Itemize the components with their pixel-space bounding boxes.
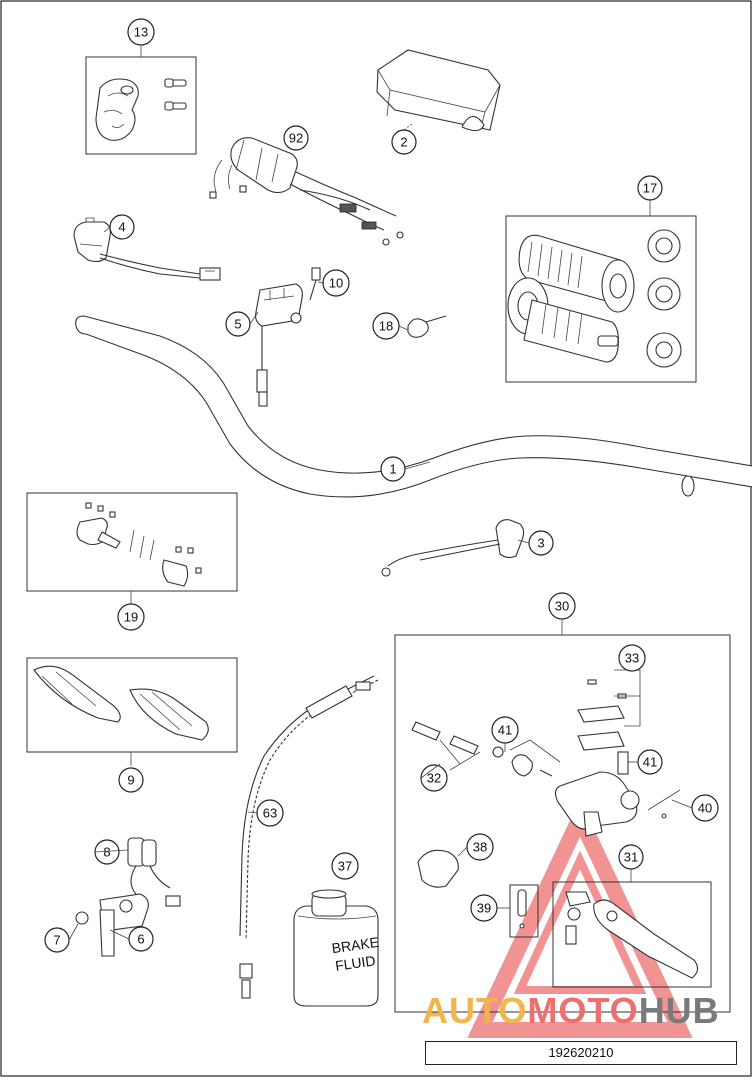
svg-text:8: 8 [103, 845, 110, 860]
part-36-brake-fluid-container[interactable] [293, 889, 379, 1007]
svg-text:7: 7 [53, 933, 60, 948]
part-1-handlebar[interactable] [75, 315, 752, 498]
callout-30: 30 [548, 592, 576, 620]
part-63-cable[interactable] [239, 675, 379, 999]
callout-13: 13 [127, 18, 155, 46]
watermark-part2: MOTO [527, 990, 639, 1031]
callout-7: 7 [44, 927, 70, 953]
svg-text:41: 41 [498, 723, 512, 738]
svg-text:40: 40 [698, 801, 712, 816]
watermark-text: AUTOMOTOHUB [422, 990, 720, 1032]
callout-31: 31 [618, 844, 644, 870]
part-92-throttle-assembly[interactable] [209, 137, 404, 246]
brake-label: BRAKE [331, 934, 380, 956]
callout-4: 4 [109, 214, 135, 240]
part-30-master-cylinder-box[interactable] [394, 620, 731, 1013]
watermark-part1: AUTO [422, 990, 528, 1031]
callout-10: 10 [322, 269, 350, 297]
callout-33: 33 [618, 644, 646, 672]
callout-1: 1 [380, 456, 406, 482]
svg-text:37: 37 [338, 859, 352, 874]
watermark-part3: HUB [638, 990, 720, 1031]
svg-text:32: 32 [427, 771, 441, 786]
fluid-label: FLUID [334, 952, 376, 973]
callout-18: 18 [372, 312, 400, 340]
callout-3: 3 [528, 530, 554, 556]
svg-text:18: 18 [379, 319, 393, 334]
part-6-8-lever-assembly[interactable] [75, 837, 181, 957]
svg-text:4: 4 [118, 220, 125, 235]
part-2-handlebar-pad[interactable] [376, 49, 501, 132]
part-10-switch-pin[interactable] [309, 267, 321, 301]
svg-text:10: 10 [329, 276, 343, 291]
part-18-cable-tie[interactable] [407, 315, 447, 338]
callout-5: 5 [225, 311, 251, 337]
svg-text:38: 38 [473, 840, 487, 855]
svg-text:3: 3 [537, 536, 544, 551]
callout-63: 63 [256, 799, 284, 827]
part-19-mounting-hardware[interactable] [26, 492, 238, 604]
part-17-grip-set[interactable] [505, 201, 697, 383]
svg-text:5: 5 [234, 317, 241, 332]
callout-37: 38 [466, 833, 494, 861]
callout-41: 41 [637, 749, 663, 775]
svg-text:9: 9 [127, 773, 134, 788]
callout-40: 41 [491, 716, 519, 744]
callout-6: 6 [128, 926, 154, 952]
svg-text:63: 63 [263, 806, 277, 821]
callout-39: 40 [691, 794, 719, 822]
svg-text:1: 1 [389, 462, 396, 477]
svg-text:39: 39 [477, 901, 491, 916]
document-id-box: 192620210 [425, 1041, 737, 1065]
callout-2: 2 [391, 129, 417, 155]
svg-text:13: 13 [134, 25, 148, 40]
part-5-map-switch[interactable] [255, 283, 303, 407]
callout-19: 19 [117, 603, 145, 631]
svg-text:33: 33 [625, 651, 639, 666]
part-9-hand-guards[interactable] [26, 657, 238, 766]
part-13-clamp-kit[interactable] [85, 46, 197, 155]
callout-38: 39 [470, 894, 498, 922]
callout-17: 17 [637, 175, 663, 201]
svg-text:41: 41 [643, 755, 657, 770]
svg-text:19: 19 [124, 610, 138, 625]
svg-text:2: 2 [400, 135, 407, 150]
svg-text:30: 30 [555, 599, 569, 614]
callout-9: 9 [118, 767, 144, 793]
svg-text:17: 17 [643, 181, 657, 196]
part-4-switch[interactable] [73, 217, 221, 281]
callout-36: 37 [331, 852, 359, 880]
part-3-kill-switch[interactable] [381, 519, 525, 577]
svg-text:31: 31 [624, 850, 638, 865]
callout-8: 8 [94, 839, 120, 865]
leader-lines [68, 226, 693, 941]
svg-text:92: 92 [289, 131, 303, 146]
callout-92: 92 [283, 125, 309, 151]
svg-text:6: 6 [137, 932, 144, 947]
